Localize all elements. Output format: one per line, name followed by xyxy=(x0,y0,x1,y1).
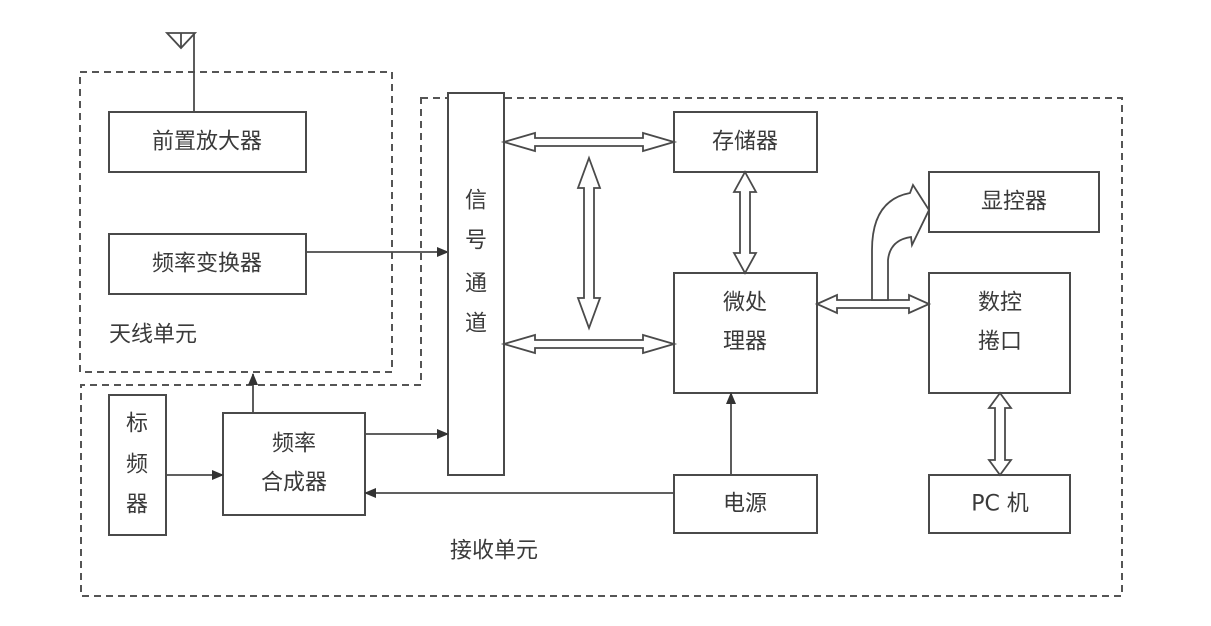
display-controller-block: 显控器 xyxy=(928,171,1100,233)
signal-channel-label-1: 信 xyxy=(465,189,487,214)
frequency-converter-label: 频率变换器 xyxy=(152,252,262,277)
signal-channel-label-2: 号 xyxy=(465,229,487,254)
pc-block: PC 机 xyxy=(928,474,1071,534)
frequency-synthesizer-block: 频率 合成器 xyxy=(222,412,366,516)
memory-block: 存储器 xyxy=(673,111,818,173)
preamplifier-block: 前置放大器 xyxy=(108,111,307,173)
antenna-unit-label: 天线单元 xyxy=(109,323,197,348)
nc-interface-label-1: 数控 xyxy=(978,291,1022,316)
channel-cpu-bus xyxy=(500,333,678,355)
nc-interface-label-2: 捲口 xyxy=(978,330,1022,355)
antenna-icon xyxy=(164,32,198,112)
power-supply-label: 电源 xyxy=(723,492,767,517)
reference-oscillator-label-2: 频 xyxy=(126,453,148,478)
receiver-unit-region xyxy=(80,97,1123,597)
pc-label: PC 机 xyxy=(971,492,1029,517)
preamplifier-label: 前置放大器 xyxy=(152,130,262,155)
frequency-converter-block: 频率变换器 xyxy=(108,233,307,295)
signal-channel-label-4: 道 xyxy=(465,312,487,337)
microprocessor-label-2: 理器 xyxy=(723,330,767,355)
power-supply-block: 电源 xyxy=(673,474,818,534)
channel-memory-bus xyxy=(500,131,678,153)
reference-oscillator-label-3: 器 xyxy=(126,493,148,518)
microprocessor-block: 微处 理器 xyxy=(673,272,818,394)
frequency-synthesizer-label-1: 频率 xyxy=(272,432,316,457)
memory-cpu-bus xyxy=(732,170,758,275)
antenna-unit-region xyxy=(79,71,393,373)
reference-oscillator-label-1: 标 xyxy=(126,412,148,437)
cpu-nc-bus xyxy=(814,293,932,315)
display-controller-label: 显控器 xyxy=(981,190,1047,215)
nc-interface-block: 数控 捲口 xyxy=(928,272,1071,394)
microprocessor-label-1: 微处 xyxy=(723,291,767,316)
reference-oscillator-block: 标 频 器 xyxy=(108,394,167,536)
nc-pc-bus xyxy=(987,391,1013,477)
signal-channel-block: 信 号 通 道 xyxy=(447,92,505,476)
frequency-synthesizer-label-2: 合成器 xyxy=(261,471,327,496)
signal-channel-label-3: 通 xyxy=(465,272,487,297)
curved-bus-to-display xyxy=(871,183,931,301)
receiver-unit-label: 接收单元 xyxy=(450,539,538,564)
memory-label: 存储器 xyxy=(712,130,778,155)
vertical-bus xyxy=(576,155,602,331)
